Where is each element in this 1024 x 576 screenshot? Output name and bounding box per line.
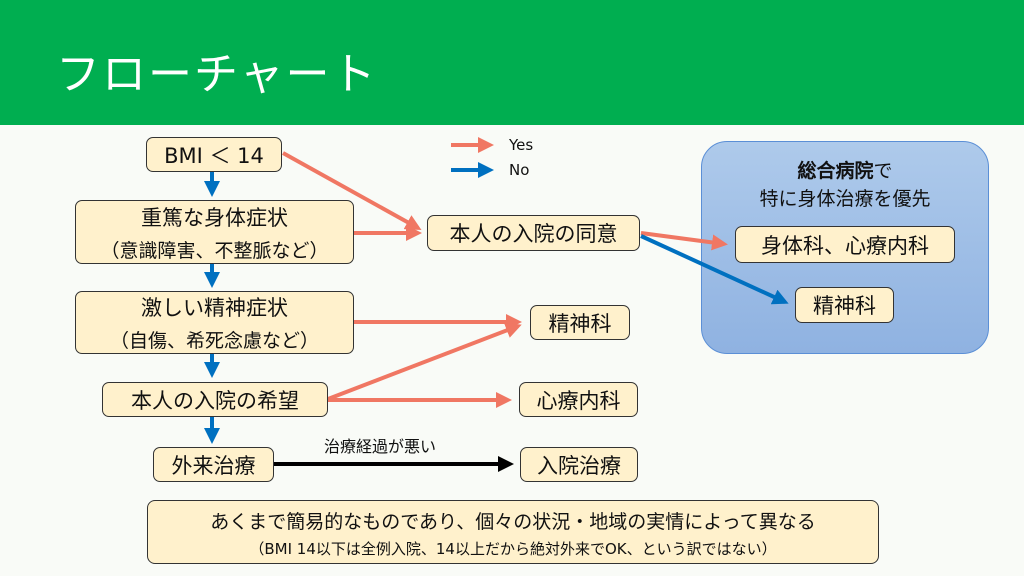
node-admission-consent: 本人の入院の同意 (427, 215, 640, 251)
disclaimer-note: あくまで簡易的なものであり、個々の状況・地域の実情によって異なる （BMI 14… (147, 500, 879, 564)
node-bmi: BMI ＜ 14 (146, 137, 282, 172)
node-inpatient-label: 入院治療 (537, 453, 621, 478)
page-title: フローチャート (56, 49, 378, 100)
node-physical-psychosomatic-dept: 身体科、心療内科 (735, 226, 955, 263)
yes-arrow-wish-to-psychiatry (327, 322, 522, 401)
node-hospital-psychiatry-label: 精神科 (813, 294, 876, 318)
node-admission-wish: 本人の入院の希望 (102, 382, 328, 417)
node-physical-symptoms: 重篤な身体症状 （意識障害、不整脈など） (75, 200, 354, 264)
node-physical-line2: （意識障害、不整脈など） (100, 239, 329, 262)
node-psychiatric-line1: 激しい精神症状 (141, 296, 288, 320)
no-arrow-consent-to-psychiatry (640, 234, 789, 305)
node-psychiatric-line2: （自傷、希死念慮など） (109, 330, 319, 352)
node-psychosomatic-label: 心療内科 (536, 388, 621, 413)
node-physical-dept-label: 身体科、心療内科 (761, 233, 929, 258)
node-outpatient: 外来治療 (153, 447, 274, 482)
title-bar: フローチャート (0, 0, 1024, 125)
node-psychiatry: 精神科 (530, 305, 630, 340)
panel-subtitle: 特に身体治療を優先 (759, 188, 931, 210)
node-wish-label: 本人の入院の希望 (131, 388, 299, 413)
note-line1: あくまで簡易的なものであり、個々の状況・地域の実情によって異なる (210, 511, 816, 533)
node-hospital-psychiatry: 精神科 (795, 287, 894, 323)
yes-arrow-consent-to-physical-dept (640, 231, 728, 251)
panel-title-bold: 総合病院 (797, 160, 874, 182)
node-outpatient-label: 外来治療 (171, 453, 256, 478)
node-psychiatry-label: 精神科 (548, 311, 612, 336)
legend-no-label: No (509, 161, 530, 179)
yes-arrow-bmi-to-consent (282, 151, 422, 230)
panel-title-rest: で (873, 160, 893, 182)
node-inpatient: 入院治療 (520, 447, 638, 482)
node-bmi-label: BMI ＜ 14 (164, 143, 264, 168)
node-consent-label: 本人の入院の同意 (449, 222, 618, 246)
edge-label-worsening: 治療経過が悪い (324, 437, 437, 456)
panel-title: 総合病院で (702, 156, 988, 183)
legend-yes-label: Yes (509, 136, 534, 154)
note-line2: （BMI 14以下は全例入院、14以上だから絶対外来でOK、という訳ではない） (249, 540, 777, 558)
node-psychosomatic: 心療内科 (519, 382, 638, 417)
node-psychiatric-symptoms: 激しい精神症状 （自傷、希死念慮など） (75, 291, 354, 354)
node-physical-line1: 重篤な身体症状 (141, 205, 288, 230)
